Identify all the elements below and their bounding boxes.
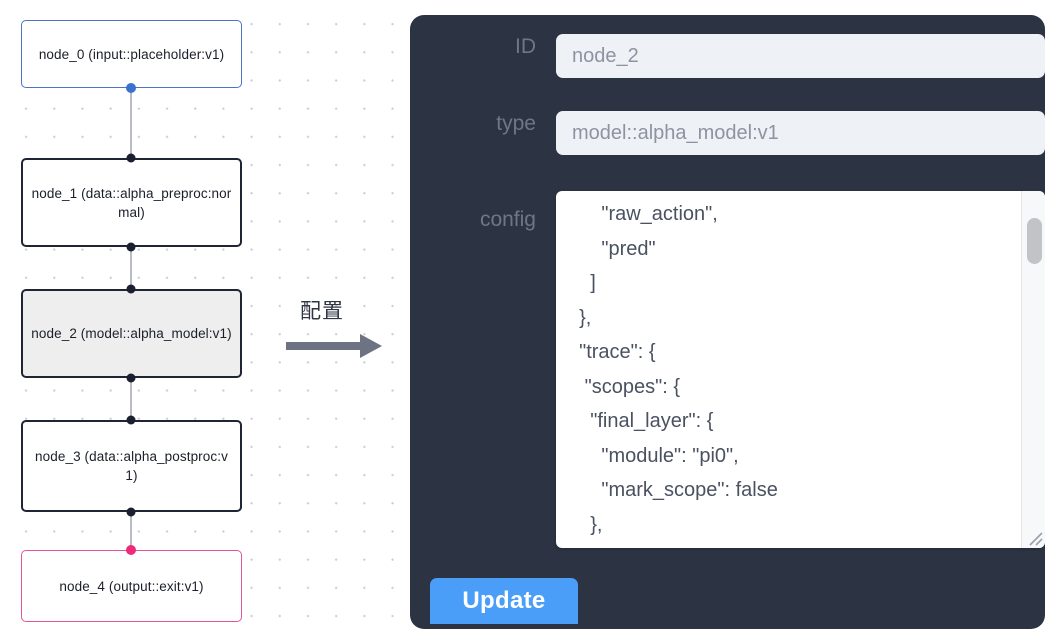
port-node_2-out[interactable] (126, 373, 136, 383)
graph-node-label: node_0 (input::placeholder:v1) (38, 46, 225, 62)
port-node_0-out[interactable] (126, 83, 136, 93)
type-field-row: type (430, 111, 1045, 155)
port-node_1-out[interactable] (126, 242, 136, 252)
right-arrow-icon (286, 334, 382, 358)
config-scrollbar-thumb[interactable] (1027, 218, 1042, 264)
type-field-label: type (496, 112, 536, 135)
edge-node3-node4 (130, 512, 132, 550)
edge-node2-node3 (130, 378, 132, 420)
graph-node-node_0[interactable]: node_0 (input::placeholder:v1) (21, 20, 242, 88)
graph-node-node_1[interactable]: node_1 (data::alpha_preproc:normal) (21, 158, 242, 247)
id-field-label: ID (515, 35, 536, 58)
graph-node-label: node_2 (model::alpha_model:v1) (31, 326, 232, 341)
graph-node-label: node_3 (data::alpha_postproc:v1) (35, 449, 228, 483)
id-field-row: ID (430, 34, 1045, 78)
port-node_1-in[interactable] (126, 153, 136, 163)
transition-arrow-group: 配置 (286, 295, 396, 365)
update-button[interactable]: Update (430, 578, 578, 624)
graph-canvas[interactable]: node_0 (input::placeholder:v1) node_1 (d… (0, 0, 400, 643)
id-input[interactable] (556, 34, 1045, 78)
config-scrollbar[interactable] (1021, 191, 1045, 548)
config-field-row: config "raw_action", "pred" ] }, "trace"… (430, 191, 1045, 548)
port-node_3-out[interactable] (126, 507, 136, 517)
graph-node-node_3[interactable]: node_3 (data::alpha_postproc:v1) (21, 420, 242, 512)
config-textarea-wrapper: "raw_action", "pred" ] }, "trace": { "sc… (556, 191, 1045, 548)
edge-node1-node2 (130, 247, 132, 289)
config-field-label: config (479, 208, 536, 231)
type-input[interactable] (556, 111, 1045, 155)
transition-label: 配置 (300, 299, 344, 323)
graph-node-node_4[interactable]: node_4 (output::exit:v1) (21, 550, 242, 622)
graph-node-node_2[interactable]: node_2 (model::alpha_model:v1) (21, 289, 242, 378)
port-node_3-in[interactable] (126, 415, 136, 425)
resize-grip-icon[interactable] (1022, 525, 1044, 547)
config-textarea[interactable]: "raw_action", "pred" ] }, "trace": { "sc… (556, 191, 1021, 548)
port-node_4-in[interactable] (126, 545, 136, 555)
port-node_2-in[interactable] (126, 284, 136, 294)
edge-node0-node1 (130, 88, 132, 158)
graph-node-label: node_1 (data::alpha_preproc:normal) (31, 185, 232, 220)
node-config-panel: ID type config "raw_action", "pred" ] },… (410, 15, 1045, 629)
graph-node-label: node_4 (output::exit:v1) (59, 578, 204, 594)
